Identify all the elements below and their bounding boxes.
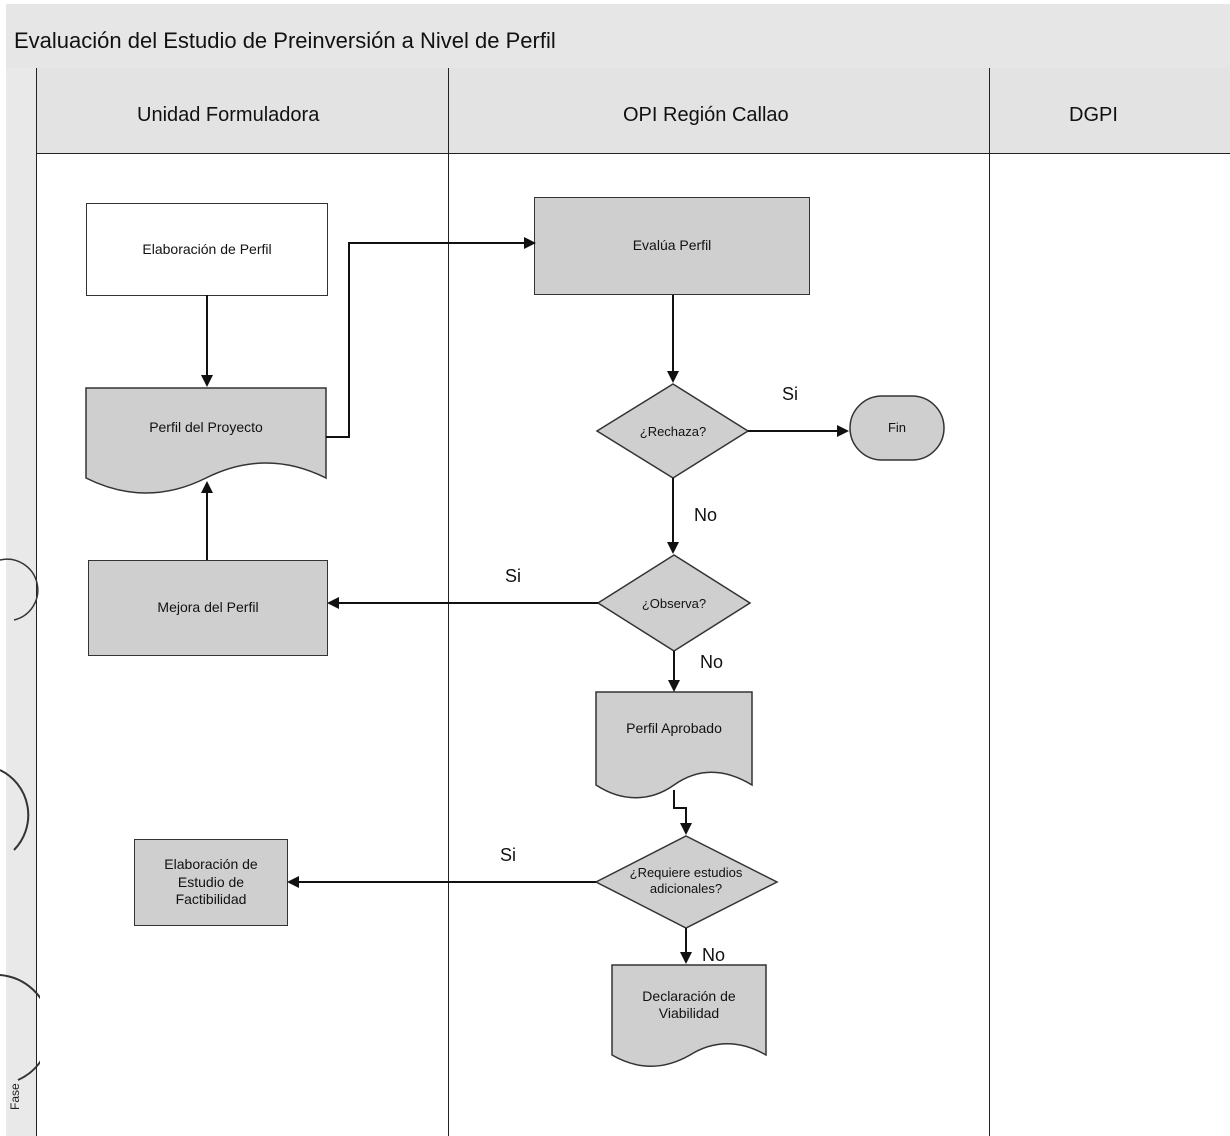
node-declaracion-label: Declaración de Viabilidad xyxy=(642,987,736,1022)
lane-header-opi: OPI Región Callao xyxy=(448,68,989,154)
lane-title-dgpi: DGPI xyxy=(1069,104,1118,126)
fin-terminator-shape xyxy=(849,395,945,461)
diagram-title: Evaluación del Estudio de Preinversión a… xyxy=(14,28,556,53)
node-observa: ¿Observa? xyxy=(618,590,730,618)
declaracion-shape xyxy=(611,964,767,1067)
node-rechaza: ¿Rechaza? xyxy=(617,418,729,446)
edge-requiere-si: Si xyxy=(500,845,517,865)
node-elaboracion-factibilidad: Elaboración de Estudio de Factibilidad xyxy=(134,839,288,926)
edge-requiere-no: No xyxy=(702,945,726,965)
node-rechaza-label: ¿Rechaza? xyxy=(639,424,707,440)
node-elaboracion-perfil: Elaboración de Perfil xyxy=(86,203,328,296)
node-observa-label: ¿Observa? xyxy=(641,596,707,612)
title-bar: Evaluación del Estudio de Preinversión a… xyxy=(6,4,1230,69)
phase-sidebar xyxy=(6,68,37,1136)
edge-observa-si: Si xyxy=(505,566,522,586)
node-fin: Fin xyxy=(850,396,944,460)
perfil-aprobado-shape xyxy=(595,691,753,799)
node-perfil-proyecto-label: Perfil del Proyecto xyxy=(149,419,263,436)
node-evalua-perfil: Evalúa Perfil xyxy=(534,197,810,295)
node-declaracion: Declaración de Viabilidad xyxy=(612,975,766,1035)
lane-divider-2 xyxy=(989,68,990,1136)
node-evalua-perfil-label: Evalúa Perfil xyxy=(632,237,712,254)
edge-rechaza-no: No xyxy=(694,505,718,525)
lane-title-unidad: Unidad Formuladora xyxy=(137,104,320,126)
lane-header-unidad: Unidad Formuladora xyxy=(37,68,448,154)
node-elaboracion-perfil-label: Elaboración de Perfil xyxy=(142,240,272,257)
node-perfil-proyecto: Perfil del Proyecto xyxy=(86,400,326,456)
node-fin-label: Fin xyxy=(887,420,907,436)
node-elaboracion-factibilidad-label: Elaboración de Estudio de Factibilidad xyxy=(164,856,258,908)
node-mejora-perfil-label: Mejora del Perfil xyxy=(157,599,259,616)
lane-header-dgpi: DGPI xyxy=(989,68,1230,154)
node-mejora-perfil: Mejora del Perfil xyxy=(88,560,328,656)
edge-rechaza-si: Si xyxy=(782,384,799,404)
node-requiere-label: ¿Requiere estudios adicionales? xyxy=(629,865,743,896)
edge-observa-no: No xyxy=(700,652,724,672)
node-perfil-aprobado: Perfil Aprobado xyxy=(596,704,752,754)
stamp-marks xyxy=(0,558,40,1081)
lane-title-opi: OPI Región Callao xyxy=(623,104,789,126)
node-perfil-aprobado-label: Perfil Aprobado xyxy=(626,720,722,737)
node-requiere: ¿Requiere estudios adicionales? xyxy=(616,860,756,902)
perfil-proyecto-shape xyxy=(85,387,327,494)
